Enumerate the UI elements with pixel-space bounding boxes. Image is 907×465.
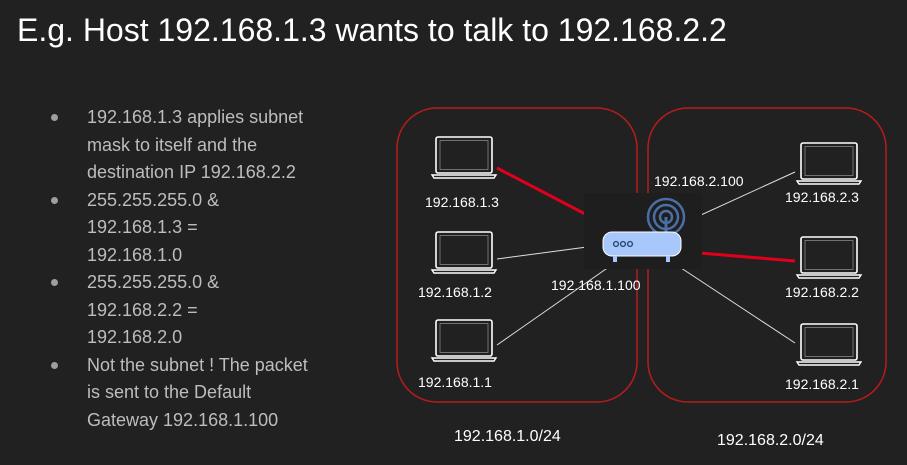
bullet-dot-icon	[51, 279, 58, 286]
subnet-label: 192.168.1.0/24	[454, 428, 561, 445]
bullet-item: 255.255.255.0 & 192.168.1.3 = 192.168.1.…	[50, 187, 350, 270]
bullet-dot-icon	[51, 196, 58, 204]
bullet-item: 255.255.255.0 & 192.168.2.2 = 192.168.2.…	[50, 269, 350, 352]
laptop-icon	[431, 136, 497, 179]
host-label: 192.168.1.2	[418, 284, 492, 300]
bullet-line: 192.168.1.3 =	[87, 217, 198, 237]
laptop-icon	[796, 142, 862, 185]
router-icon	[584, 193, 702, 269]
laptop-icon	[431, 319, 497, 362]
router-ip-label: 192.168.2.100	[654, 173, 744, 189]
host-label: 192.168.2.1	[785, 376, 859, 392]
bullet-line: 192.168.1.0	[87, 244, 183, 265]
host-label: 192.168.1.1	[418, 374, 492, 390]
laptop-icon	[796, 323, 862, 366]
bullet-line: 192.168.1.3 applies subnet	[87, 107, 304, 127]
bullet-line: is sent to the Default	[87, 382, 252, 402]
link-host-192-168-2-1	[671, 261, 796, 344]
host-label: 192.168.2.3	[785, 189, 859, 205]
subnet-label: 192.168.2.0/24	[717, 432, 824, 449]
bullet-line: 255.255.255.0 &	[87, 189, 220, 210]
bullet-line: destination IP 192.168.2.2	[87, 162, 296, 182]
bullet-line: Gateway 192.168.1.100	[87, 409, 279, 430]
host-label: 192.168.2.2	[785, 284, 859, 300]
laptop-icon	[431, 231, 497, 274]
bullet-line: 255.255.255.0 &	[87, 272, 220, 292]
router-ip-label: 192.168.1.100	[551, 277, 641, 293]
bullet-item: Not the subnet ! The packet is sent to t…	[50, 352, 350, 435]
link-host-192-168-2-2	[687, 250, 796, 263]
bullet-line: 192.168.2.0	[87, 327, 183, 347]
bullet-line: 192.168.2.2 =	[87, 299, 198, 320]
bullet-list: 192.168.1.3 applies subnet mask to itsel…	[50, 104, 350, 434]
bullet-item: 192.168.1.3 applies subnet mask to itsel…	[50, 104, 350, 187]
bullet-line: Not the subnet ! The packet	[87, 354, 308, 375]
bullet-dot-icon	[51, 114, 58, 121]
laptop-icon	[796, 236, 862, 279]
bullet-dot-icon	[51, 361, 58, 369]
slide-title: E.g. Host 192.168.1.3 wants to talk to 1…	[17, 12, 727, 48]
link-host-192-168-1-1	[496, 261, 617, 346]
host-label: 192.168.1.3	[425, 194, 499, 210]
bullet-line: mask to itself and the	[87, 134, 258, 155]
